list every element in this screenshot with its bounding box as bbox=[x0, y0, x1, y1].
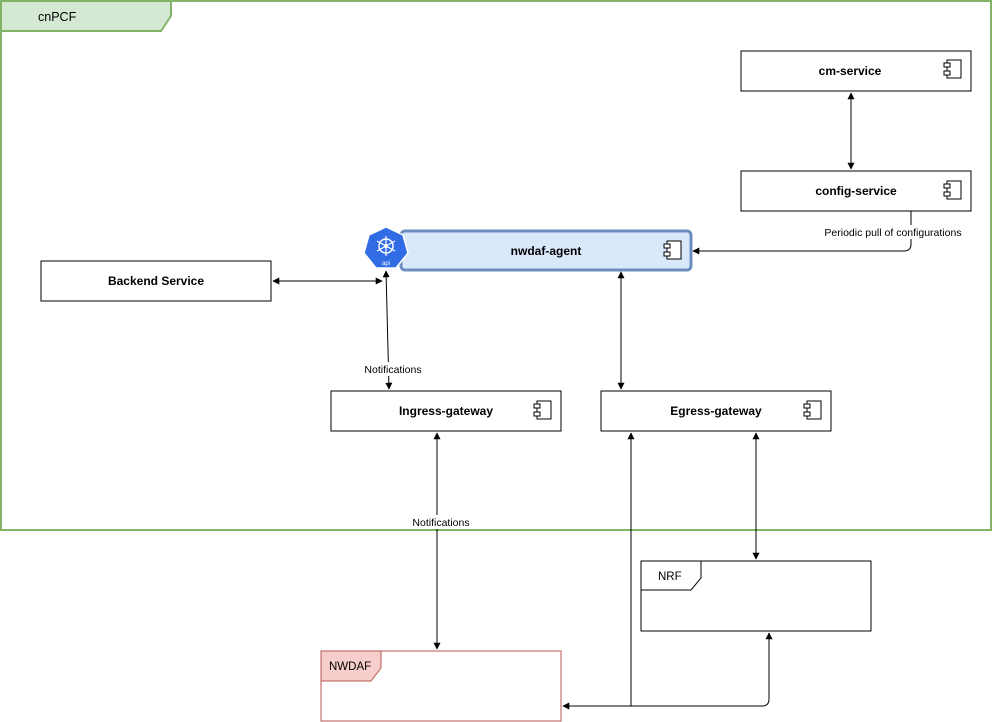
component-icon bbox=[663, 240, 682, 260]
cm-service-label: cm-service bbox=[819, 64, 882, 78]
component-icon bbox=[803, 400, 822, 420]
nwdaf-agent-component[interactable]: nwdaf-agent bbox=[399, 229, 693, 272]
edge-label-notifications-upper: Notifications bbox=[360, 362, 426, 376]
edge-nwdaf-nrf bbox=[631, 632, 773, 707]
connectors bbox=[272, 92, 912, 710]
backend-service-component[interactable]: Backend Service bbox=[40, 260, 272, 302]
notifications-upper-label: Notifications bbox=[364, 364, 421, 376]
backend-service-label: Backend Service bbox=[108, 274, 204, 288]
nrf-frame-title: NRF bbox=[658, 571, 682, 583]
cnpcf-frame: cnPCF bbox=[0, 0, 992, 531]
component-icon bbox=[943, 180, 962, 200]
config-service-component[interactable]: config-service bbox=[740, 170, 972, 212]
component-icon bbox=[943, 59, 962, 79]
nwdaf-frame-title: NWDAF bbox=[329, 661, 371, 673]
kubernetes-api-icon: api bbox=[363, 226, 409, 269]
nrf-frame[interactable]: NRF bbox=[640, 560, 872, 632]
cnpcf-frame-border bbox=[0, 0, 992, 531]
edge-egress-nwdaf bbox=[562, 432, 635, 710]
api-icon-caption: api bbox=[382, 261, 390, 267]
config-service-label: config-service bbox=[815, 184, 897, 198]
ingress-gateway-label: Ingress-gateway bbox=[399, 404, 493, 418]
notifications-lower-label: Notifications bbox=[412, 517, 469, 529]
nwdaf-frame[interactable]: NWDAF bbox=[320, 650, 562, 722]
edge-config-nwdaf-agent bbox=[692, 211, 912, 255]
nwdaf-agent-label: nwdaf-agent bbox=[511, 244, 582, 258]
periodic-pull-label: Periodic pull of configurations bbox=[824, 227, 961, 239]
edge-label-periodic-pull: Periodic pull of configurations bbox=[819, 225, 967, 239]
ingress-gateway-component[interactable]: Ingress-gateway bbox=[330, 390, 562, 432]
cnpcf-frame-tab bbox=[1, 1, 171, 31]
component-icon bbox=[533, 400, 552, 420]
cnpcf-frame-title: cnPCF bbox=[38, 10, 77, 24]
egress-gateway-component[interactable]: Egress-gateway bbox=[600, 390, 832, 432]
egress-gateway-label: Egress-gateway bbox=[670, 404, 762, 418]
cm-service-component[interactable]: cm-service bbox=[740, 50, 972, 92]
edge-label-notifications-lower: Notifications bbox=[408, 515, 474, 529]
